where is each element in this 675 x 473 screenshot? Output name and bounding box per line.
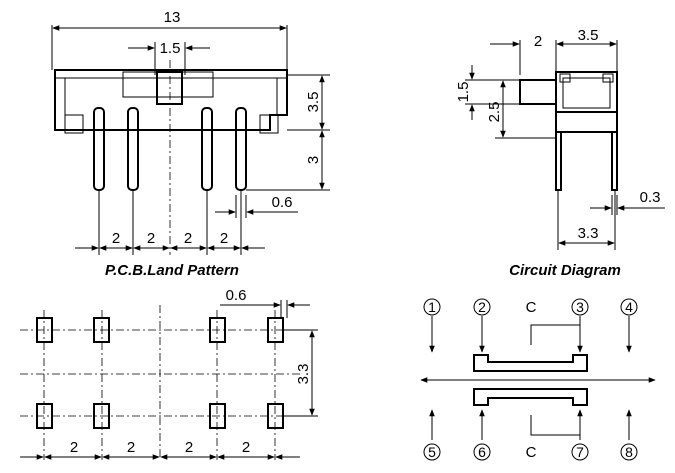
dim-actuator-height-1-5: 1.5 — [455, 82, 472, 103]
dim-pin-span-3-3: 3.3 — [578, 225, 599, 242]
dim-pitch-1: 2 — [112, 230, 120, 247]
pin-5-label: 5 — [428, 444, 436, 460]
common-label-bottom: C — [526, 444, 537, 461]
dim-pin-width-0-3: 0.3 — [640, 189, 661, 206]
dim-pitch-4: 2 — [220, 230, 228, 247]
front-view: 13 1.5 3.5 3 — [51, 9, 330, 255]
pin-6-label: 6 — [478, 444, 486, 460]
circuit-diagram: Circuit Diagram 1 2 3 4 C — [420, 262, 656, 461]
dim-actuator-offset-2-5: 2.5 — [486, 102, 503, 123]
dim-actuator-1-5: 1.5 — [160, 40, 181, 57]
dim-row-spacing-3-3: 3.3 — [295, 364, 312, 385]
dim-pad-pitch-1: 2 — [70, 439, 78, 456]
dim-body-depth-3-5: 3.5 — [578, 27, 599, 44]
dim-pad-pitch-2: 2 — [127, 439, 135, 456]
dim-pad-width-0-6: 0.6 — [226, 287, 247, 304]
dim-pin-width-0-6: 0.6 — [272, 194, 293, 211]
dim-pitch-3: 2 — [184, 230, 192, 247]
pin-7-label: 7 — [576, 444, 584, 460]
circuit-title: Circuit Diagram — [509, 262, 621, 279]
dim-pitch-2: 2 — [147, 230, 155, 247]
pins-top: 1 2 3 4 — [423, 298, 638, 316]
pin-8-label: 8 — [625, 444, 633, 460]
side-view: 2 3.5 1.5 2.5 0.3 3.3 — [455, 27, 665, 250]
common-label-top: C — [526, 299, 537, 316]
land-pattern: P.C.B.Land Pattern 0.6 — [20, 262, 318, 460]
pads-top-row — [36, 310, 284, 460]
dim-actuator-length-2: 2 — [534, 33, 542, 50]
pin-2-label: 2 — [478, 299, 486, 315]
pins-bottom: 5 6 7 8 — [423, 443, 638, 461]
dim-body-height-3-5: 3.5 — [305, 92, 322, 113]
land-pattern-title: P.C.B.Land Pattern — [105, 262, 239, 279]
dim-pad-pitch-4: 2 — [242, 439, 250, 456]
pin-1-label: 1 — [428, 299, 436, 315]
dim-pad-pitch-3: 2 — [185, 439, 193, 456]
pin-4-label: 4 — [625, 299, 633, 315]
pin-3-label: 3 — [576, 299, 584, 315]
dim-width-13: 13 — [164, 9, 181, 26]
dim-pin-length-3: 3 — [305, 156, 322, 164]
